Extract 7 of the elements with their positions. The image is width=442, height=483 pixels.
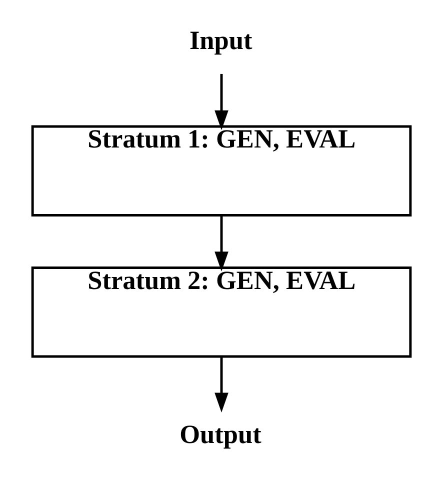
node-text: Output — [179, 420, 261, 450]
arrow — [214, 74, 228, 130]
node-text: Input — [188, 26, 252, 55]
node-box: Stratum 1: GEN, EVAL — [30, 125, 412, 216]
arrow — [214, 356, 228, 413]
arrow — [214, 215, 228, 272]
node-box: Stratum 2: GEN, EVAL — [30, 266, 412, 358]
